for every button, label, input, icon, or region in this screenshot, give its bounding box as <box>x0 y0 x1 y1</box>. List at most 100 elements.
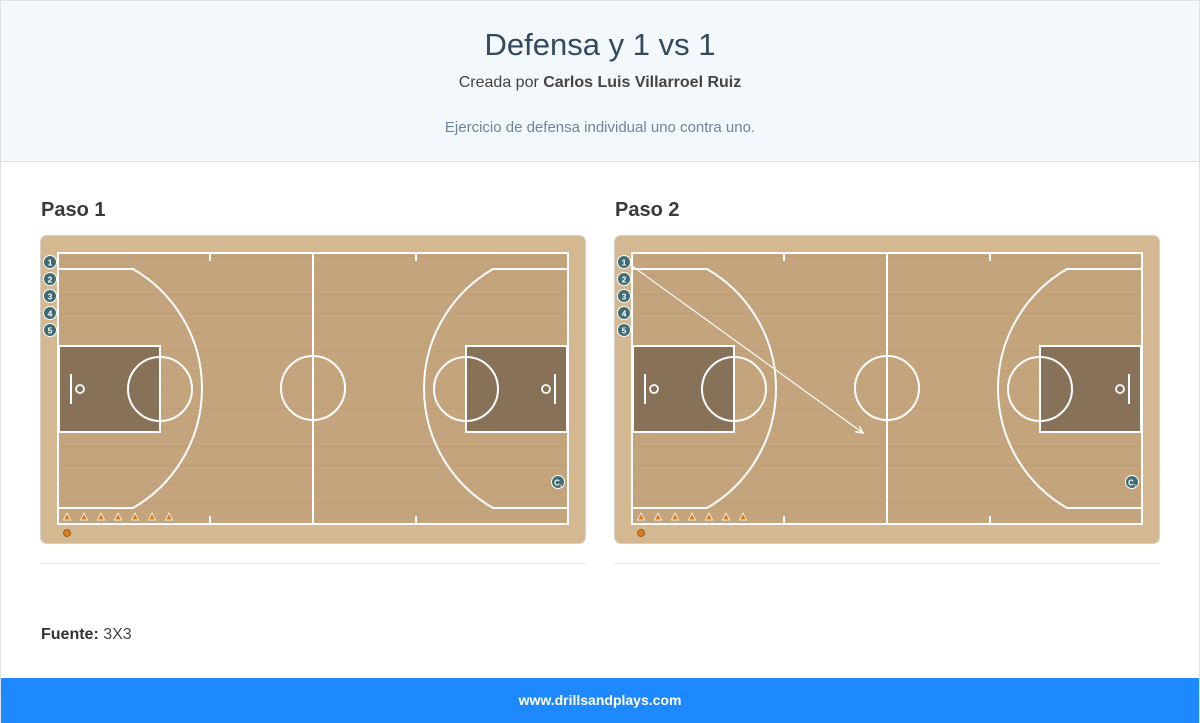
coach-circle <box>1125 475 1139 489</box>
three-point-arc-left <box>632 268 777 509</box>
player-number: 1 <box>48 258 53 268</box>
step-title: Paso 2 <box>615 199 680 221</box>
player-circle <box>617 323 631 337</box>
player-circle <box>43 272 57 286</box>
source-line: Fuente: 3X3 <box>41 626 132 644</box>
key-right <box>1039 345 1142 433</box>
player-circle <box>43 289 57 303</box>
player-circle <box>43 255 57 269</box>
player-circle <box>617 306 631 320</box>
cone-icon <box>79 512 89 521</box>
step-title: Paso 1 <box>41 199 106 221</box>
footer-link[interactable]: www.drillsandplays.com <box>518 692 682 708</box>
hoop-left <box>75 384 85 394</box>
player-number: 4 <box>48 309 53 319</box>
movement-arrow <box>627 262 863 433</box>
player-number: 2 <box>48 275 53 285</box>
free-throw-circle-right <box>1007 356 1073 422</box>
paint-area-left <box>633 346 734 432</box>
drill-title: Defensa y 1 vs 1 <box>484 27 716 62</box>
drill-description: Ejercicio de defensa individual uno cont… <box>444 119 756 136</box>
cone-icon <box>738 512 748 521</box>
hoop-right <box>1115 384 1125 394</box>
hoop-right <box>541 384 551 394</box>
cone-icon <box>62 512 72 521</box>
ball-icon <box>63 529 71 537</box>
player-number: 3 <box>622 292 627 302</box>
coach-sub-label: 1 <box>1134 483 1137 488</box>
three-point-arc-right <box>997 268 1142 509</box>
free-throw-circle-left <box>127 356 193 422</box>
paint-area-right <box>466 346 567 432</box>
coach-circle <box>551 475 565 489</box>
cone-icon <box>653 512 663 521</box>
court-apron-bottom <box>615 525 1159 543</box>
player-circle <box>43 323 57 337</box>
player-marker: 2 <box>617 272 631 286</box>
author-name: Carlos Luis Villarroel Ruiz <box>543 74 742 91</box>
player-marker: 5 <box>43 323 57 337</box>
player-number: 4 <box>622 309 627 319</box>
cone-icon <box>96 512 106 521</box>
center-circle <box>280 355 346 421</box>
key-right <box>465 345 568 433</box>
cone-icon <box>164 512 174 521</box>
key-left <box>632 345 735 433</box>
free-throw-circle-left <box>701 356 767 422</box>
player-number: 5 <box>622 326 627 336</box>
player-number: 1 <box>622 258 627 268</box>
coach-sub-label: 1 <box>560 483 563 488</box>
court-apron-top <box>615 236 1159 252</box>
free-throw-circle-right <box>433 356 499 422</box>
player-marker: 1 <box>617 255 631 269</box>
key-left <box>58 345 161 433</box>
player-number: 3 <box>48 292 53 302</box>
cone-icon <box>670 512 680 521</box>
three-point-arc-right <box>423 268 568 509</box>
coach-label: C <box>554 479 560 488</box>
player-marker: 4 <box>43 306 57 320</box>
source-value: 3X3 <box>103 626 132 643</box>
cone-icon <box>721 512 731 521</box>
three-point-arc-left <box>58 268 203 509</box>
player-marker: 3 <box>617 289 631 303</box>
player-circle <box>617 289 631 303</box>
center-circle <box>854 355 920 421</box>
cone-icon <box>130 512 140 521</box>
paint-area-right <box>1040 346 1141 432</box>
court-apron-right <box>568 236 585 543</box>
coach-label: C <box>1128 479 1134 488</box>
footer-bar: www.drillsandplays.com <box>1 678 1199 723</box>
author-line: Creada por Carlos Luis Villarroel Ruiz <box>1 74 1199 92</box>
source-label: Fuente: <box>41 626 99 643</box>
player-marker: 5 <box>617 323 631 337</box>
author-prefix: Creada por <box>458 74 539 91</box>
player-marker: 2 <box>43 272 57 286</box>
cone-icon <box>113 512 123 521</box>
court-apron-bottom <box>41 525 585 543</box>
player-circle <box>617 255 631 269</box>
player-marker: 3 <box>43 289 57 303</box>
step-divider <box>615 563 1159 564</box>
player-circle <box>43 306 57 320</box>
paint-area-left <box>59 346 160 432</box>
step-divider <box>41 563 585 564</box>
drill-header: Defensa y 1 vs 1 Creada por Carlos Luis … <box>1 1 1199 162</box>
cone-icon <box>636 512 646 521</box>
player-marker: 1 <box>43 255 57 269</box>
player-number: 5 <box>48 326 53 336</box>
ball-icon <box>637 529 645 537</box>
player-circle <box>617 272 631 286</box>
hoop-left <box>649 384 659 394</box>
player-number: 2 <box>622 275 627 285</box>
court-apron-right <box>1142 236 1159 543</box>
player-marker: 4 <box>617 306 631 320</box>
